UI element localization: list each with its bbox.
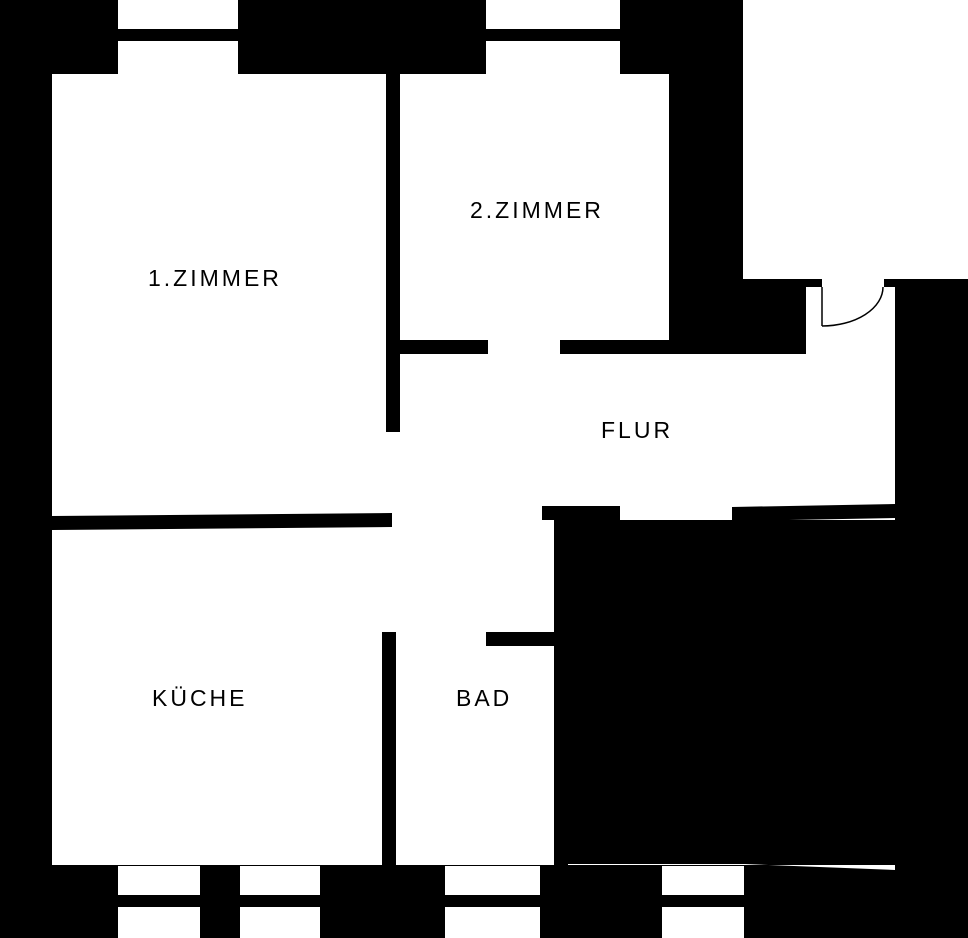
room-label-bad: BAD [456, 685, 512, 711]
room-label-kueche: KÜCHE [152, 685, 248, 711]
entrance-door [795, 279, 911, 354]
bottom-windows [118, 866, 744, 938]
room-label-zimmer1: 1.ZIMMER [148, 265, 282, 291]
room-label-zimmer2: 2.ZIMMER [470, 197, 604, 223]
room-label-zimmer3: 3.ZIMMER [661, 671, 795, 697]
room-label-flur: FLUR [601, 417, 673, 443]
interior-walls [52, 74, 895, 866]
top-windows [118, 0, 620, 74]
